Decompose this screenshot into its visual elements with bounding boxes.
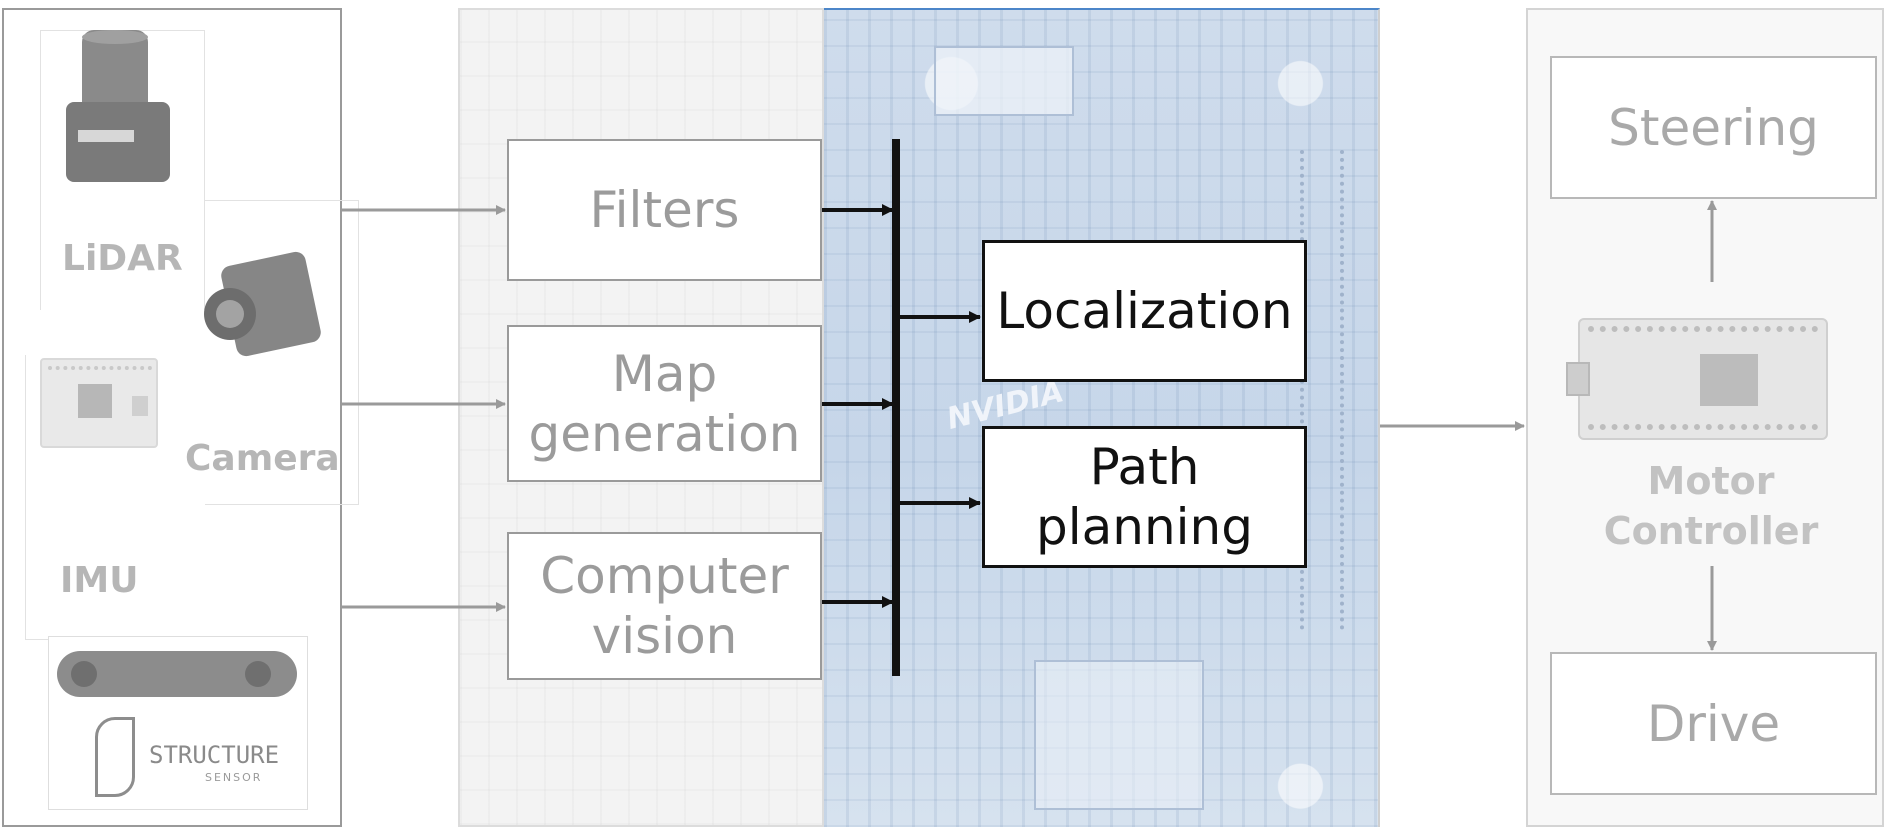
map-generation-box: Map generation (507, 325, 822, 482)
camera-label: Camera (185, 438, 340, 479)
motor-controller-label: Motor Controller (1603, 459, 1819, 553)
steering-box: Steering (1550, 56, 1877, 199)
computer-vision-box: Computer vision (507, 532, 822, 680)
motor-controller-image (1566, 318, 1828, 440)
lidar-image (60, 30, 180, 190)
board-header-pins (1300, 150, 1344, 630)
board-sdcard (1034, 660, 1204, 810)
structure-brand-text: STRUCTURE (149, 741, 280, 769)
imu-image (40, 358, 158, 448)
path-planning-box: Path planning (982, 426, 1307, 568)
structure-sensor-image: STRUCTURE SENSOR (48, 636, 308, 810)
lidar-label: LiDAR (62, 238, 183, 279)
sensor-collage-outline-2 (205, 200, 359, 505)
camera-image (200, 250, 323, 360)
board-chip (934, 46, 1074, 116)
filters-box: Filters (507, 139, 822, 281)
processing-board: NVIDIA (824, 8, 1380, 827)
imu-label: IMU (60, 560, 139, 601)
localization-box: Localization (982, 240, 1307, 382)
structure-brand-subtext: SENSOR (205, 771, 263, 784)
drive-box: Drive (1550, 652, 1877, 795)
